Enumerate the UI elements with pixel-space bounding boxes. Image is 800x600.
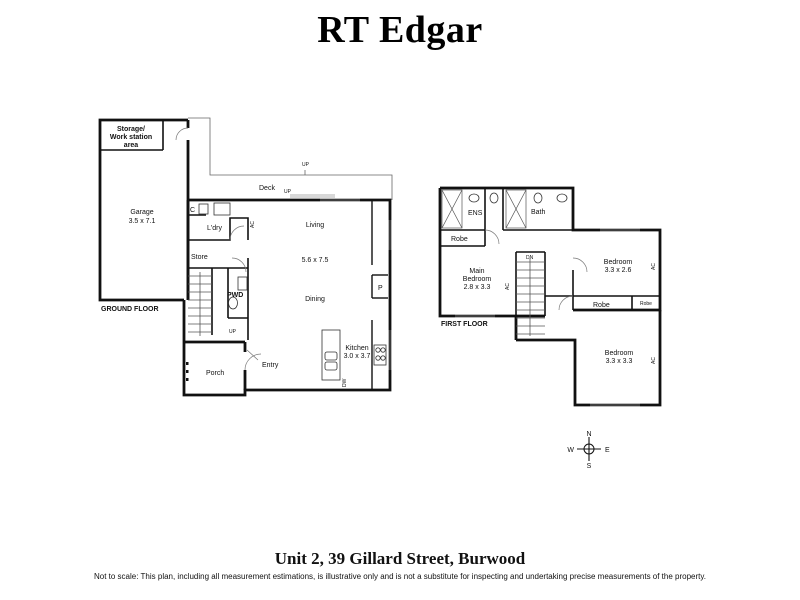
- storage-label-1: Storage/: [117, 126, 145, 133]
- deck-up-mark-2: UP: [284, 189, 292, 195]
- bedroom-ne-ac-mark: AC: [651, 263, 657, 270]
- pantry-label: P: [378, 285, 383, 292]
- property-address: Unit 2, 39 Gillard Street, Burwood: [274, 549, 526, 568]
- main-bedroom-label-2: Bedroom: [463, 276, 492, 283]
- porch-posts: [186, 362, 189, 381]
- dn-mark: DN: [526, 255, 534, 261]
- porch-label: Porch: [206, 370, 224, 377]
- ground-interior: [188, 214, 249, 340]
- first-floor-label: FIRST FLOOR: [441, 321, 488, 328]
- living-dims: 5.6 x 7.5: [302, 257, 329, 264]
- main-bedroom-ac-mark: AC: [505, 283, 511, 290]
- ground-walls: [182, 198, 392, 397]
- c-label: C: [190, 207, 195, 214]
- main-bedroom-label-1: Main: [469, 268, 484, 275]
- entry-label: Entry: [262, 362, 279, 369]
- bedroom-se-dims: 3.3 x 3.3: [606, 358, 633, 365]
- brand-title: RT Edgar: [317, 9, 483, 51]
- deck-up-mark: UP: [302, 162, 310, 168]
- bedroom-ne-label: Bedroom: [604, 259, 633, 266]
- compass-n: N: [586, 431, 591, 438]
- dining-label: Dining: [305, 296, 325, 303]
- first-interior: [440, 188, 660, 316]
- bedroom-se-ac-mark: AC: [651, 357, 657, 364]
- bedroom-se-label: Bedroom: [605, 350, 634, 357]
- ground-fixtures: [198, 202, 387, 381]
- ens-label: ENS: [468, 210, 483, 217]
- deck-outline: [188, 117, 393, 200]
- ground-windows: [320, 198, 392, 370]
- store-label: Store: [191, 254, 208, 261]
- first-doors: [484, 229, 588, 311]
- robe-label-3: Robe: [640, 301, 652, 307]
- main-bedroom-dims: 2.8 x 3.3: [464, 284, 491, 291]
- ground-floor: Storage/ Work station area Garage 3.5 x …: [98, 117, 393, 397]
- compass-s: S: [587, 463, 592, 470]
- bath-label: Bath: [531, 209, 546, 216]
- compass: N S E W: [567, 431, 610, 470]
- deck-label: Deck: [259, 185, 275, 192]
- compass-e: E: [605, 447, 610, 454]
- first-floor: ENS Bath Robe Main Bedroom 2.8 x 3.3 AC …: [438, 186, 662, 407]
- dw-mark: DW: [342, 378, 348, 387]
- garage-dims: 3.5 x 7.1: [129, 218, 156, 225]
- living-label: Living: [306, 222, 324, 229]
- ldry-ac-mark: AC: [250, 221, 256, 228]
- kitchen-dims: 3.0 x 3.7: [344, 353, 371, 360]
- kitchen-label: Kitchen: [345, 345, 368, 352]
- storage-label-2: Work station: [110, 134, 152, 141]
- ground-floor-label: GROUND FLOOR: [101, 306, 159, 313]
- first-windows: [455, 228, 640, 407]
- disclaimer-text: Not to scale: This plan, including all m…: [93, 572, 707, 581]
- ground-doors: [229, 225, 262, 371]
- garage-label: Garage: [130, 209, 153, 216]
- bedroom-ne-dims: 3.3 x 2.6: [605, 267, 632, 274]
- robe-label-2: Robe: [593, 302, 610, 309]
- first-fixtures: [468, 192, 568, 204]
- showers: [441, 189, 527, 229]
- ground-stairs: [188, 272, 212, 336]
- ldry-label: L'dry: [207, 225, 222, 232]
- compass-w: W: [567, 447, 574, 454]
- pwd-label: PWD: [227, 292, 243, 299]
- robe-label-1: Robe: [451, 236, 468, 243]
- stairs-up-mark: UP: [229, 329, 237, 335]
- storage-label-3: area: [124, 142, 139, 149]
- first-stairs: [516, 258, 545, 336]
